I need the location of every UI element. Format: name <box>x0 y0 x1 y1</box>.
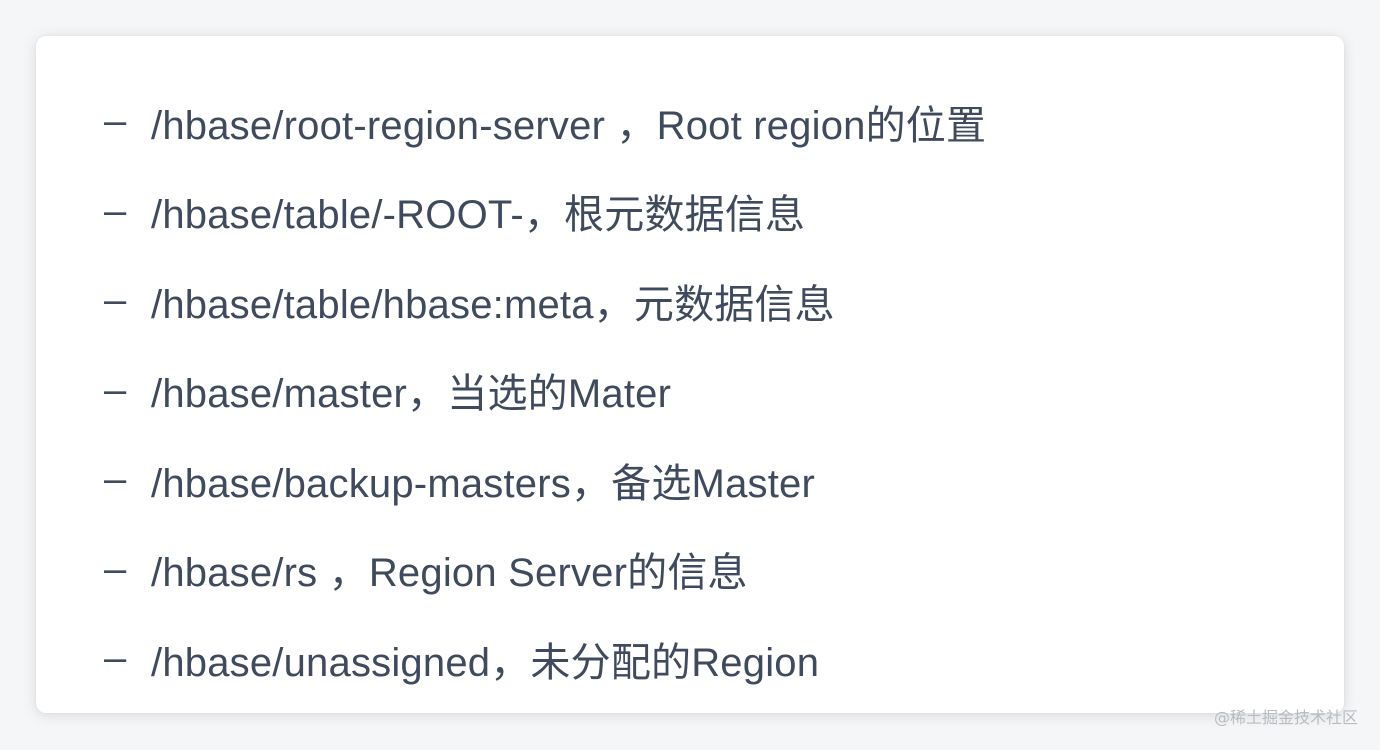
list-item-text: /hbase/table/-ROOT-，根元数据信息 <box>151 193 806 238</box>
list-item: – /hbase/table/-ROOT-，根元数据信息 <box>104 167 986 257</box>
list-bullet: – <box>104 546 127 591</box>
list-item: – /hbase/backup-masters，备选Master <box>104 435 986 525</box>
list-item-text: /hbase/root-region-server ，Root region的位… <box>151 103 987 148</box>
zookeeper-node-list: – /hbase/root-region-server ，Root region… <box>104 77 986 704</box>
list-item-text: /hbase/backup-masters，备选Master <box>151 461 816 506</box>
list-item-text: /hbase/table/hbase:meta，元数据信息 <box>151 282 835 327</box>
list-item: – /hbase/root-region-server ，Root region… <box>104 77 986 167</box>
list-item: – /hbase/unassigned，未分配的Region <box>104 614 986 704</box>
list-item-text: /hbase/unassigned，未分配的Region <box>151 640 820 685</box>
content-card: – /hbase/root-region-server ，Root region… <box>36 36 1344 713</box>
list-bullet: – <box>104 278 127 323</box>
list-item: – /hbase/table/hbase:meta，元数据信息 <box>104 256 986 346</box>
list-bullet: – <box>104 636 127 681</box>
list-item-text: /hbase/rs ，Region Server的信息 <box>151 551 748 596</box>
list-bullet: – <box>104 99 127 144</box>
list-bullet: – <box>104 188 127 233</box>
list-item: – /hbase/rs ，Region Server的信息 <box>104 525 986 615</box>
watermark: @稀土掘金技术社区 <box>1213 708 1358 727</box>
list-item: – /hbase/master，当选的Mater <box>104 346 986 436</box>
list-bullet: – <box>104 367 127 412</box>
list-bullet: – <box>104 457 127 502</box>
list-item-text: /hbase/master，当选的Mater <box>151 372 672 417</box>
